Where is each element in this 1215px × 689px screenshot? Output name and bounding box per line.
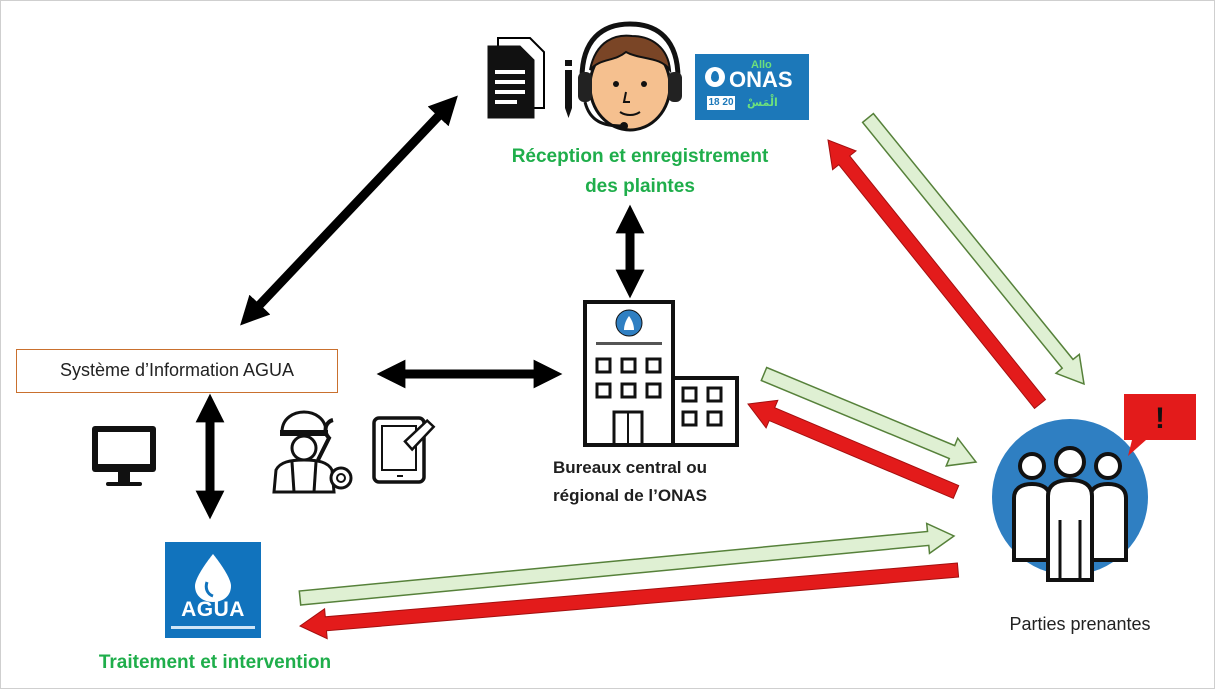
call-agent-icon <box>578 21 682 132</box>
building-icon <box>583 300 739 447</box>
bureaux-label-line2: régional de l’ONAS <box>553 486 707 505</box>
arrow-reception-to-parties <box>861 112 1085 386</box>
tablet-icon <box>372 416 436 484</box>
agua-logo-word: AGUA <box>181 598 245 621</box>
allo-onas-logo: Allo ONAS 18 20 الْمَسْ <box>695 54 809 120</box>
agua-logo-tagline <box>171 626 255 629</box>
bureaux-label-line1: Bureaux central ou <box>553 458 707 477</box>
onas-text: ONAS <box>729 67 793 92</box>
hotline-number: 18 20 <box>707 96 735 110</box>
monitor-icon <box>92 426 156 486</box>
bureaux-label: Bureaux central ou régional de l’ONAS <box>520 454 740 510</box>
allo-text: Allo <box>751 59 772 71</box>
arrow-agua-to-parties <box>298 522 956 606</box>
arrow-bureaux-to-parties <box>760 366 978 467</box>
reception-label-line2: des plaintes <box>585 176 695 197</box>
alert-bubble-icon: ! <box>1124 394 1196 456</box>
flow-arrows <box>298 112 1085 640</box>
arrow-parties-to-agua <box>299 562 960 640</box>
arrow-parties-to-bureaux <box>747 399 960 500</box>
pencil-icon <box>565 60 572 118</box>
arrow-si-reception <box>240 95 458 326</box>
arabic-text: الْمَسْ <box>747 97 778 109</box>
technician-icon <box>272 410 353 494</box>
alert-mark: ! <box>1155 402 1165 435</box>
agua-logo: AGUA <box>165 542 261 638</box>
reception-label-line1: Réception et enregistrement <box>511 146 769 167</box>
people-group-icon <box>992 419 1148 582</box>
si-agua-box: Système d’Information AGUA <box>16 349 338 393</box>
parties-label: Parties prenantes <box>1009 614 1151 634</box>
traitement-label: Traitement et intervention <box>98 652 332 673</box>
onas-drop-icon <box>705 67 725 87</box>
water-drop-icon <box>195 554 231 602</box>
document-icon <box>487 37 545 119</box>
reception-label: Réception et enregistrement des plaintes <box>440 142 840 202</box>
arrow-parties-to-reception <box>827 139 1047 410</box>
